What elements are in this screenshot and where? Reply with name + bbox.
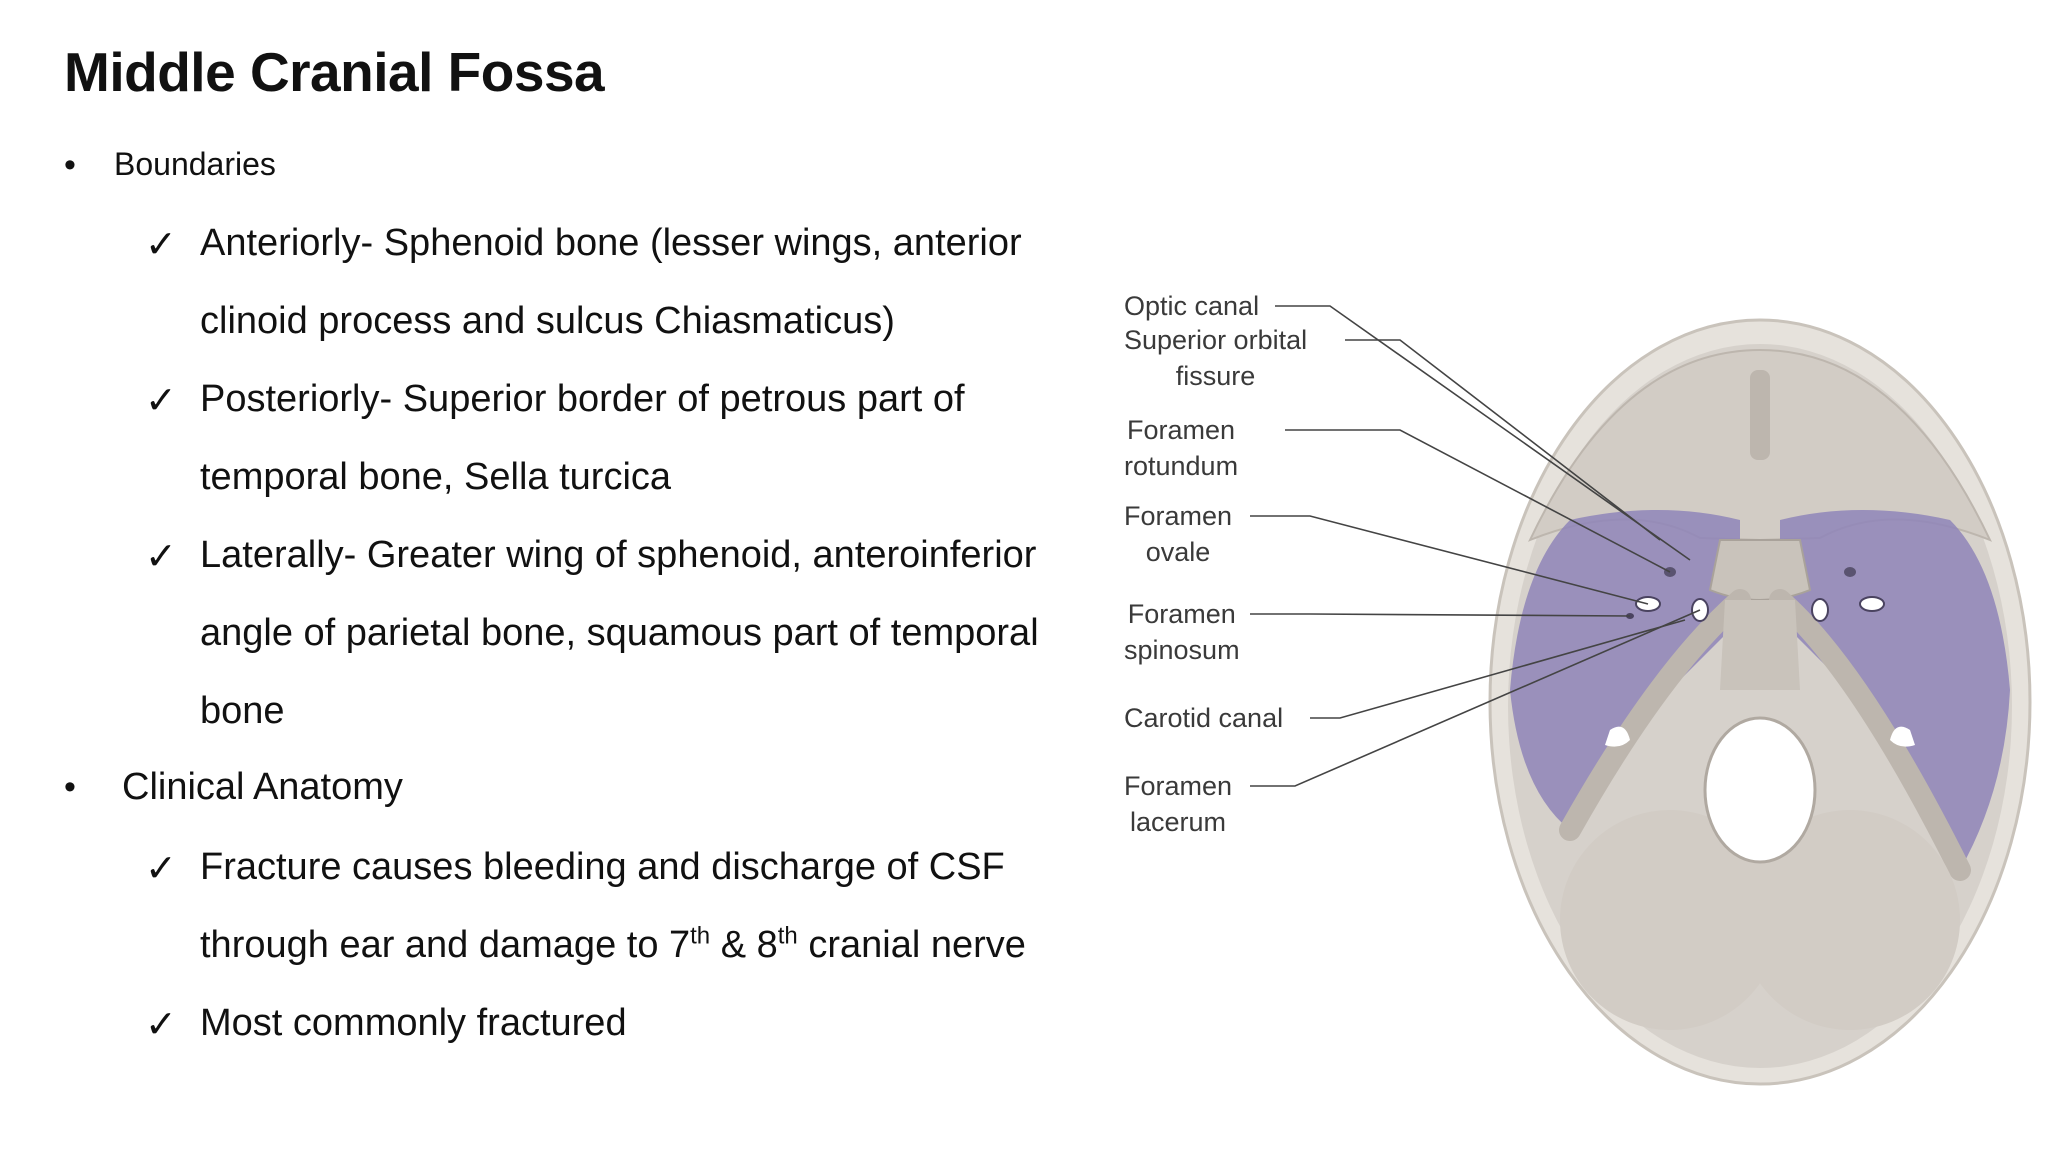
label-text: Foramen [1124, 501, 1233, 531]
check-icon: ✓ [145, 534, 177, 578]
item-line: bone [200, 690, 285, 732]
jugular-foramen-right [1890, 726, 1915, 747]
superscript: th [690, 922, 711, 950]
foramen-magnum [1703, 716, 1817, 864]
label-text: lacerum [1130, 807, 1227, 837]
item-line: angle of parietal bone, squamous part of… [200, 612, 1039, 654]
skull-base-illustration [1250, 305, 2032, 1086]
bullet-dot: • [64, 768, 76, 806]
item-line: Most commonly fractured [200, 1002, 627, 1044]
leader-superior-orbital-fissure [1345, 339, 1661, 541]
leader-carotid-canal [1310, 619, 1686, 719]
middle-fossa-right [1780, 510, 2010, 870]
label-foramen-lacerum: Foramen lacerum [1124, 768, 1232, 840]
sella-turcica [1708, 539, 1812, 601]
text-run: & 8 [710, 924, 778, 966]
superscript: th [777, 922, 798, 950]
foramen-lacerum-right [1811, 598, 1829, 622]
leader-foramen-rotundum [1285, 429, 1671, 573]
check-icon: ✓ [145, 222, 177, 266]
section-heading: Boundaries [114, 146, 276, 182]
label-text: spinosum [1124, 635, 1240, 665]
item-line: temporal bone, Sella turcica [200, 456, 672, 498]
label-foramen-spinosum: Foramen spinosum [1124, 596, 1240, 668]
leader-foramen-lacerum [1250, 609, 1701, 787]
posterior-fossa-left [1560, 810, 1780, 1030]
page-title: Middle Cranial Fossa [64, 41, 605, 103]
label-superior-orbital-fissure: Superior orbital fissure [1124, 322, 1307, 394]
label-carotid-canal: Carotid canal [1124, 700, 1283, 736]
label-foramen-rotundum: Foramen rotundum [1124, 412, 1238, 484]
petrous-ridge-right [1769, 589, 1971, 881]
item-line: Anteriorly- Sphenoid bone (lesser wings,… [200, 222, 1022, 264]
posterior-fossa-right [1740, 810, 1960, 1030]
label-text: Foramen [1127, 415, 1236, 445]
item-line: clinoid process and sulcus Chiasmaticus) [200, 300, 895, 342]
label-text: Carotid canal [1124, 703, 1284, 733]
petrous-ridge-left [1559, 589, 1751, 841]
label-foramen-ovale: Foramen ovale [1124, 498, 1232, 570]
label-text: ovale [1145, 537, 1211, 567]
item-line-with-superscripts: through ear and damage to 7th & 8th cran… [200, 906, 1026, 984]
leader-optic-canal [1275, 305, 1691, 561]
label-text: Superior orbital [1124, 325, 1308, 355]
label-text: rotundum [1124, 451, 1239, 481]
clivus [1720, 600, 1800, 690]
label-text: Foramen [1124, 771, 1233, 801]
label-text: fissure [1175, 361, 1256, 391]
crista-galli [1750, 370, 1770, 460]
text-run: cranial nerve [797, 924, 1026, 966]
check-icon: ✓ [145, 846, 177, 890]
foramen-rotundum-right [1844, 567, 1856, 577]
item-line: Fracture causes bleeding and discharge o… [200, 846, 1005, 888]
item-line: Laterally- Greater wing of sphenoid, ant… [200, 534, 1037, 576]
item-line: Posteriorly- Superior border of petrous … [200, 378, 965, 420]
label-text: Optic canal [1124, 291, 1260, 321]
section-heading: Clinical Anatomy [122, 766, 403, 808]
label-optic-canal: Optic canal [1124, 288, 1259, 324]
label-text: Foramen [1127, 599, 1236, 629]
check-icon: ✓ [145, 1002, 177, 1046]
leader-foramen-spinosum [1250, 613, 1631, 617]
skull-base-diagram: Optic canal Superior orbital fissure For… [1100, 270, 2040, 1100]
jugular-foramen-left [1605, 726, 1630, 747]
leader-foramen-ovale [1250, 515, 1649, 605]
check-icon: ✓ [145, 378, 177, 422]
leader-lines [1250, 305, 1701, 787]
middle-fossa-left [1510, 510, 1740, 830]
text-run: through ear and damage to 7 [200, 924, 691, 966]
foramen-ovale-right [1859, 596, 1885, 612]
bullet-dot: • [64, 146, 76, 184]
